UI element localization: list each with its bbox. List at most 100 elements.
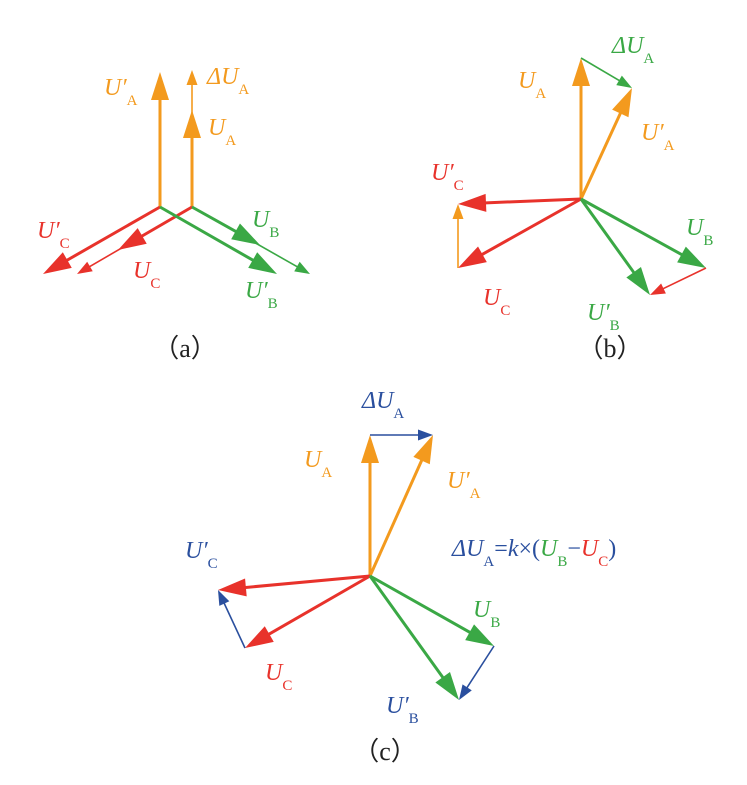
vector-label: UB — [252, 207, 279, 241]
arrow-uc — [245, 574, 371, 648]
arrow-head — [459, 684, 472, 700]
arrow-delta-ub — [650, 267, 707, 295]
arrow-ub — [191, 205, 260, 245]
vector-label: UC — [483, 285, 510, 319]
vector-label: UB — [473, 597, 500, 631]
vector-label: U′A — [104, 75, 138, 109]
arrow-head — [435, 672, 459, 700]
equation-part: = — [494, 536, 508, 562]
arrow-ua-prime — [368, 435, 433, 577]
arrow-ub-prime — [159, 205, 277, 274]
arrow-shaft — [61, 205, 161, 265]
arrow-uc — [458, 197, 582, 268]
arrow-shaft — [660, 267, 707, 291]
vector-label: U′B — [587, 300, 620, 334]
arrow-head — [118, 228, 147, 250]
arrow-head — [151, 72, 169, 100]
arrow-head — [418, 429, 433, 441]
arrow-shaft — [263, 574, 371, 639]
equation-part: A — [483, 554, 494, 570]
arrow-shaft — [222, 600, 246, 649]
equation-part: − — [567, 536, 581, 562]
arrows — [43, 57, 707, 700]
arrow-shaft — [579, 198, 639, 278]
arrow-ua — [183, 110, 201, 207]
arrow-shaft — [240, 574, 371, 590]
arrow-delta-ub — [459, 645, 495, 700]
arrow-shaft — [476, 197, 582, 259]
arrow-shaft — [464, 645, 495, 691]
arrow-head — [77, 261, 93, 274]
arrow-shaft — [580, 57, 623, 83]
arrow-shaft — [368, 454, 426, 577]
arrow-head — [612, 88, 632, 118]
arrow-head — [677, 246, 706, 268]
arrow-head — [458, 246, 487, 268]
arrow-ua — [361, 435, 379, 576]
arrow-head — [626, 267, 650, 295]
arrow-delta-ua — [580, 57, 632, 88]
arrow-head — [245, 626, 274, 648]
arrow-head — [43, 252, 72, 274]
equation-part: ) — [608, 536, 616, 562]
arrow-head — [413, 435, 433, 465]
arrow-shaft — [191, 205, 242, 236]
vector-label: U′A — [447, 468, 481, 502]
labels: U′AΔUAUAU′CUCUBU′BΔUAUAU′AU′CUCUBU′BΔUAU… — [37, 33, 713, 727]
arrow-uc-prime — [43, 205, 161, 274]
arrow-head — [616, 75, 632, 88]
vector-label: U′C — [185, 538, 218, 572]
vector-label: UA — [518, 68, 546, 102]
equation-part: B — [557, 554, 567, 570]
arrow-head — [186, 70, 198, 85]
caption-a: （a） — [153, 334, 217, 363]
equation-part: U — [581, 536, 600, 562]
arrow-head — [361, 435, 379, 463]
arrow-head — [572, 58, 590, 86]
vector-label: UA — [304, 447, 332, 481]
arrow-shaft — [136, 205, 193, 241]
arrow-delta-uc — [452, 204, 464, 268]
caption-c: （c） — [353, 737, 417, 766]
arrow-shaft — [369, 574, 476, 637]
arrow-ub-prime — [368, 575, 459, 700]
vector-label: UB — [686, 215, 713, 249]
arrow-head — [294, 261, 310, 274]
arrow-shaft — [159, 205, 259, 265]
arrow-shaft — [580, 197, 688, 259]
arrow-shaft — [368, 575, 448, 683]
equation-part: k — [508, 536, 519, 562]
arrow-uc — [118, 205, 193, 250]
arrow-uc-prime — [458, 193, 582, 212]
arrow-delta-uc — [218, 590, 246, 649]
equation-part: ΔU — [451, 536, 485, 562]
arrow-ua-prime — [579, 88, 632, 200]
vector-label: ΔUA — [611, 33, 654, 67]
arrow-head — [650, 283, 666, 295]
vector-label: ΔUA — [206, 64, 249, 98]
arrow-shaft — [480, 197, 582, 205]
vector-label: UC — [133, 258, 160, 292]
arrow-head — [452, 204, 464, 219]
arrow-head — [218, 590, 230, 606]
arrow-ub — [580, 197, 706, 268]
vector-label: U′B — [386, 693, 419, 727]
arrow-shaft — [579, 107, 625, 200]
arrow-head — [248, 252, 277, 274]
vector-label: UC — [265, 660, 292, 694]
vector-label: UA — [208, 115, 236, 149]
vector-label: ΔUA — [361, 388, 404, 422]
vector-label: U′A — [641, 120, 675, 154]
arrow-ub — [369, 574, 494, 646]
equation-part: U — [540, 536, 559, 562]
arrow-head — [218, 578, 247, 597]
arrow-ua-prime — [151, 72, 169, 207]
arrow-head — [458, 193, 487, 212]
arrow-ua — [572, 58, 590, 199]
arrow-head — [231, 223, 260, 245]
arrow-head — [183, 110, 201, 138]
arrow-uc-prime — [218, 574, 371, 597]
arrow-head — [465, 624, 494, 646]
arrow-ub-prime — [579, 198, 650, 295]
